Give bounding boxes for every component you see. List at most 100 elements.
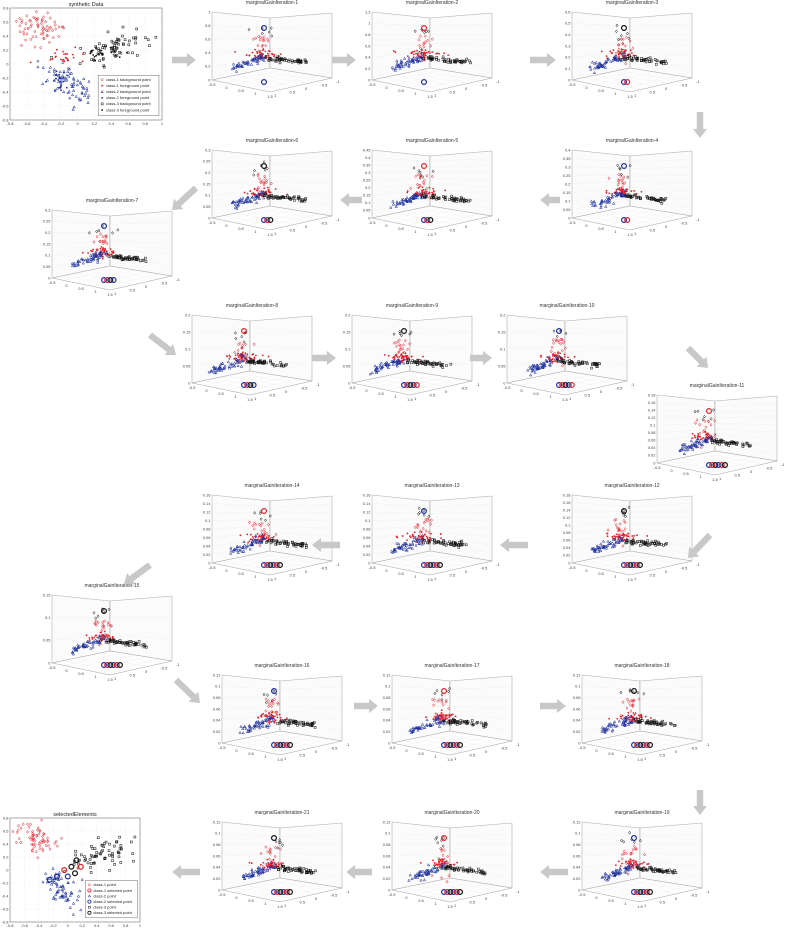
class-1-point	[266, 858, 269, 861]
class-1-point	[635, 862, 638, 864]
x-tick-label: -0.2	[50, 923, 58, 928]
class-3-point	[131, 51, 134, 55]
y-tick-label: -1	[516, 742, 520, 747]
class-2-point	[61, 883, 65, 887]
z-tick-label: 0.2	[500, 312, 506, 317]
y-tick-label: 0.5	[585, 393, 591, 398]
class-1-point	[432, 187, 434, 190]
class-1-point	[30, 848, 34, 853]
class-1-point	[14, 840, 18, 845]
class-2-point	[57, 888, 61, 892]
grid-line	[406, 210, 468, 222]
class-3-point	[117, 855, 121, 859]
class-3-point	[134, 36, 138, 39]
back-pane-right	[249, 315, 313, 382]
class-1-point	[250, 192, 253, 195]
x-tick-label: 0.5	[398, 226, 404, 231]
y-tick-label: 0.5	[450, 228, 456, 233]
class-3-point	[649, 58, 653, 62]
grid-line	[606, 210, 668, 222]
class-2-point	[260, 56, 264, 60]
class-3-point	[655, 63, 658, 66]
class-2-point	[592, 200, 596, 204]
class-2-point	[593, 202, 597, 206]
class-1-point	[392, 50, 395, 52]
class-1-foreground-point	[81, 53, 84, 55]
class-1-point	[257, 716, 259, 719]
class-2-point	[79, 97, 83, 101]
class-2-point	[259, 54, 263, 58]
class-1-point	[612, 49, 615, 51]
class-1-point	[276, 716, 279, 719]
z-tick-label: 0.2	[205, 64, 211, 69]
class-3-point	[277, 56, 281, 60]
class-1-point	[274, 715, 276, 718]
class-1-point	[39, 32, 43, 36]
z-tick-label: 0.4	[565, 32, 571, 37]
class-3-foreground-point	[94, 59, 97, 62]
y-tick-label: 0.8	[3, 815, 9, 820]
y-tick-label: -0.5	[691, 893, 699, 898]
z-tick-label: 0.04	[363, 543, 372, 548]
x-tick-label: 1.5	[427, 232, 433, 237]
class-3-point	[50, 56, 53, 59]
class-3-point	[92, 861, 96, 865]
class-1-point	[607, 176, 611, 181]
x-tick-label: 0.2	[92, 121, 98, 126]
panel-title: marginalGainIteration-7	[86, 198, 138, 204]
class-1-point	[416, 172, 420, 177]
z-tick-label: 0.04	[213, 718, 222, 723]
class-1-point	[425, 535, 428, 538]
class-1-point	[453, 863, 456, 866]
z-tick-label: 0.18	[648, 392, 657, 397]
z-tick-label: 0.12	[573, 672, 582, 677]
class-1-point	[621, 182, 625, 186]
class-1-point	[20, 18, 24, 23]
x-tick-label: -0.5	[389, 745, 397, 750]
x-tick-label: 0.5	[248, 751, 254, 756]
z-tick-label: 0.08	[213, 695, 222, 700]
class-1-point	[418, 184, 422, 188]
z-tick-label: 0.05	[43, 638, 52, 643]
class-1-point	[418, 34, 422, 39]
z-tick-label: 0.08	[213, 842, 222, 847]
class-3-point	[83, 855, 86, 858]
z-tick-label: 0.1	[565, 66, 571, 71]
class-1-point	[250, 862, 253, 865]
class-1-point	[421, 186, 424, 189]
class-2-point	[41, 880, 45, 884]
class-1-point	[624, 35, 628, 40]
class-1-point	[418, 176, 422, 180]
x-tick-label: 1.5	[247, 397, 253, 402]
class-3-point	[649, 196, 653, 200]
class-3-foreground-point	[95, 54, 98, 57]
class-2-point	[605, 60, 609, 63]
grid-line	[571, 11, 693, 19]
class-3-point	[100, 843, 104, 847]
class-1-point	[693, 435, 696, 437]
panel-title: marginalGainIteration-17	[424, 663, 479, 669]
class-2-foreground-point	[60, 89, 62, 92]
class-1-point	[606, 535, 609, 538]
class-3-point	[134, 37, 137, 41]
class-1-point	[632, 867, 635, 869]
class-1-point	[649, 717, 652, 719]
class-1-point	[620, 53, 624, 58]
legend-entry: class-2 foreground point	[106, 95, 150, 100]
class-3-point	[118, 51, 121, 54]
candidate-point	[620, 163, 627, 170]
class-2-point	[80, 91, 84, 95]
legend-marker	[100, 77, 104, 82]
class-3-point	[447, 57, 450, 61]
z-tick-label: 0.3	[45, 207, 51, 212]
class-2-point	[613, 58, 618, 61]
y-tick-label: -0.6	[2, 103, 10, 108]
class-3-point	[117, 38, 120, 41]
class-1-point	[41, 30, 45, 34]
z-tick-label: 0	[568, 215, 571, 220]
class-3-point	[270, 34, 274, 38]
class-2-point	[605, 200, 609, 204]
